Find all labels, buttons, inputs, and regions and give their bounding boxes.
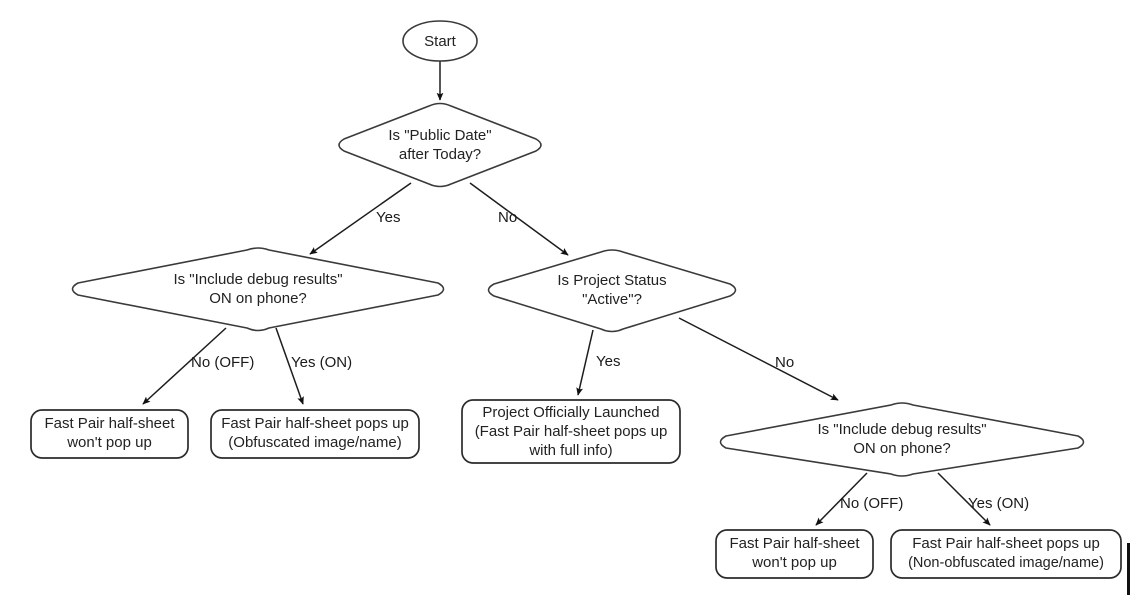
obfuscated-popup-line1: Fast Pair half-sheet pops up	[221, 415, 409, 432]
edges-layer	[142, 61, 991, 526]
edge-debug-left-no	[142, 327, 227, 405]
obfuscated-popup-box	[210, 409, 420, 459]
edge-label-public-date-no: No	[498, 209, 517, 226]
node-obfuscated-popup[interactable]: Fast Pair half-sheet pops up (Obfuscated…	[210, 409, 420, 459]
edge-label-debug-right-yes: Yes (ON)	[968, 495, 1029, 512]
project-status-line2: "Active"?	[582, 291, 642, 308]
obfuscated-popup-line2: (Obfuscated image/name)	[228, 434, 401, 451]
start-label: Start	[424, 33, 457, 50]
no-popup-left-box	[30, 409, 189, 459]
nonobfuscated-popup-line1: Fast Pair half-sheet pops up	[912, 535, 1100, 552]
edge-public-date-yes	[309, 182, 412, 255]
project-status-diamond	[487, 249, 737, 333]
no-popup-right-line1: Fast Pair half-sheet	[729, 535, 860, 552]
edge-label-public-date-yes: Yes	[376, 209, 400, 226]
debug-left-diamond	[71, 247, 445, 332]
nonobfuscated-popup-line2: (Non-obfuscated image/name)	[908, 555, 1104, 571]
edge-labels-layer: Yes No No (OFF) Yes (ON) Yes No No (OFF)…	[191, 209, 1029, 512]
no-popup-left-line1: Fast Pair half-sheet	[44, 415, 175, 432]
node-public-date-decision[interactable]: Is "Public Date" after Today?	[338, 102, 542, 188]
edge-debug-left-yes	[275, 327, 304, 405]
start-ellipse	[402, 20, 478, 62]
officially-launched-box	[461, 399, 681, 464]
edge-label-debug-right-no: No (OFF)	[840, 495, 903, 512]
edge-debug-right-no	[815, 472, 868, 526]
public-date-line2: after Today?	[399, 146, 481, 163]
no-popup-right-box	[715, 529, 874, 579]
edge-label-debug-left-no: No (OFF)	[191, 354, 254, 371]
debug-left-line1: Is "Include debug results"	[173, 271, 342, 288]
edge-label-debug-left-yes: Yes (ON)	[291, 354, 352, 371]
node-no-popup-left[interactable]: Fast Pair half-sheet won't pop up	[30, 409, 189, 459]
node-debug-left-decision[interactable]: Is "Include debug results" ON on phone?	[71, 247, 445, 332]
debug-right-line2: ON on phone?	[853, 440, 951, 457]
project-status-line1: Is Project Status	[557, 272, 666, 289]
node-no-popup-right[interactable]: Fast Pair half-sheet won't pop up	[715, 529, 874, 579]
edge-project-status-yes	[576, 329, 594, 396]
no-popup-right-line2: won't pop up	[751, 554, 837, 571]
node-start[interactable]: Start	[402, 20, 478, 62]
node-nonobfuscated-popup[interactable]: Fast Pair half-sheet pops up (Non-obfusc…	[890, 529, 1122, 579]
edge-label-project-status-no: No	[775, 354, 794, 371]
node-officially-launched[interactable]: Project Officially Launched (Fast Pair h…	[461, 399, 681, 464]
no-popup-left-line2: won't pop up	[66, 434, 152, 451]
node-debug-right-decision[interactable]: Is "Include debug results" ON on phone?	[719, 402, 1085, 477]
edge-project-status-no	[678, 317, 839, 401]
officially-launched-line3: with full info)	[528, 442, 612, 459]
edge-debug-right-yes	[937, 472, 991, 526]
node-project-status-decision[interactable]: Is Project Status "Active"?	[487, 249, 737, 333]
edge-public-date-no	[469, 182, 569, 256]
public-date-line1: Is "Public Date"	[388, 127, 491, 144]
officially-launched-line2: (Fast Pair half-sheet pops up	[475, 423, 668, 440]
debug-left-line2: ON on phone?	[209, 290, 307, 307]
public-date-diamond	[338, 102, 542, 188]
edge-artifact-mark	[1127, 543, 1130, 595]
edge-label-project-status-yes: Yes	[596, 353, 620, 370]
officially-launched-line1: Project Officially Launched	[482, 404, 659, 421]
debug-right-line1: Is "Include debug results"	[817, 421, 986, 438]
debug-right-diamond	[719, 402, 1085, 477]
nonobfuscated-popup-box	[890, 529, 1122, 579]
